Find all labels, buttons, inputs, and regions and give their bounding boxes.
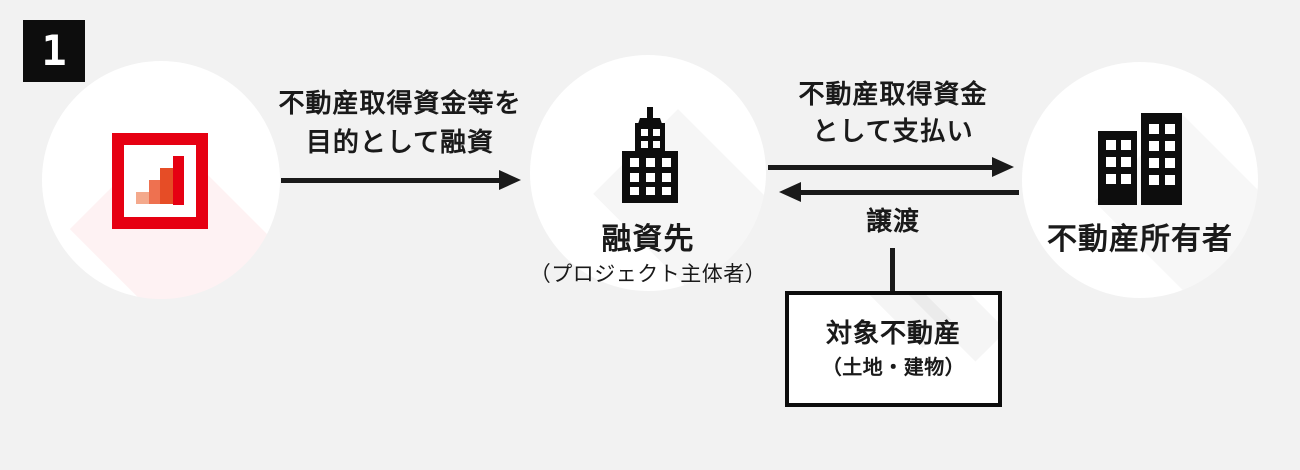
transfer-flow-label: 譲渡: [865, 206, 920, 236]
asset-box-subtitle: （土地・建物）: [821, 357, 966, 379]
payment-flow-label-line2: として支払い: [812, 116, 974, 146]
loan-arrow-right-icon: [281, 170, 521, 191]
bar-chart-logo-icon: [112, 133, 208, 229]
loan-arrow-shaft: [281, 178, 504, 183]
transfer-arrow-shaft: [796, 190, 1019, 195]
borrower-note: （プロジェクト主体者）: [529, 263, 767, 286]
office-building-icon: [622, 107, 678, 203]
step-number: 1: [41, 26, 67, 75]
payment-arrow-head: [992, 157, 1014, 177]
asset-box-title: 対象不動産: [825, 318, 961, 348]
owner-circle: [1022, 62, 1258, 298]
loan-flow-label-line2: 目的として融資: [305, 127, 495, 157]
asset-box: 対象不動産 （土地・建物）: [785, 291, 1002, 407]
step-number-badge: 1: [23, 20, 85, 82]
owner-name: 不動産所有者: [1047, 223, 1233, 256]
payment-arrow-right-icon: [768, 157, 1014, 178]
payment-flow-label-line1: 不動産取得資金: [798, 79, 988, 109]
payment-arrow-shaft: [768, 165, 997, 170]
payment-flow-label: 不動産取得資金 として支払い: [768, 76, 1018, 150]
two-buildings-icon: [1098, 113, 1182, 205]
transfer-arrow-head: [779, 182, 801, 202]
transfer-connector-line: [890, 248, 895, 292]
borrower-name: 融資先: [601, 223, 695, 256]
loan-flow-label-line1: 不動産取得資金等を: [278, 88, 522, 118]
transfer-arrow-left-icon: [779, 182, 1019, 203]
loan-arrow-head: [499, 170, 521, 190]
loan-flow-label: 不動産取得資金等を 目的として融資: [270, 84, 530, 162]
